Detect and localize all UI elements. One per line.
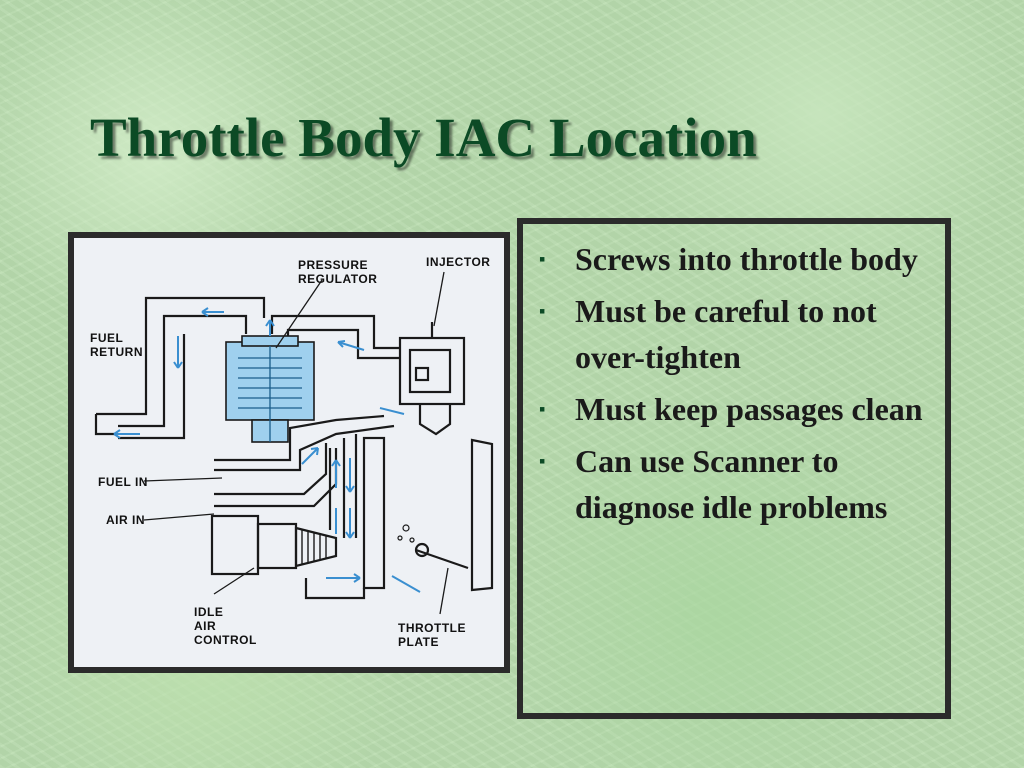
label-idle-air-control-3: CONTROL — [194, 633, 257, 647]
diagram-svg: PRESSURE REGULATOR INJECTOR FUEL RETURN … — [90, 255, 494, 649]
bullet-box: ▪ Screws into throttle body ▪ Must be care… — [517, 218, 951, 719]
label-pressure-regulator-2: REGULATOR — [298, 272, 377, 286]
label-injector: INJECTOR — [426, 255, 490, 269]
throttle-plate — [415, 548, 469, 570]
bullet-marker-icon: ▪ — [539, 249, 546, 269]
pressure-regulator — [225, 335, 315, 443]
label-fuel-in: FUEL IN — [98, 475, 148, 489]
label-idle-air-control-2: AIR — [194, 619, 216, 633]
bullet-item: ▪ Can use Scanner to diagnose idle proble… — [537, 438, 937, 530]
bullet-list: ▪ Screws into throttle body ▪ Must be care… — [523, 224, 945, 530]
fuel-return-passage — [96, 296, 266, 416]
label-fuel-return-2: RETURN — [90, 345, 143, 359]
label-throttle-plate-1: THROTTLE — [398, 621, 466, 635]
bullet-item: ▪ Must be careful to not over-tighten — [537, 288, 937, 380]
bullet-text: Must be careful to not over-tighten — [575, 293, 877, 375]
bullet-item: ▪ Screws into throttle body — [537, 236, 937, 282]
flow-arrow — [391, 575, 421, 593]
bullet-marker-icon: ▪ — [539, 451, 546, 471]
flow-arrow — [379, 407, 405, 415]
bullet-marker-icon: ▪ — [539, 301, 546, 321]
bullet-text: Screws into throttle body — [575, 241, 918, 277]
iac-body — [210, 514, 260, 576]
throttle-bore — [362, 436, 386, 590]
bullet-text: Must keep passages clean — [575, 391, 923, 427]
flow-arrow — [337, 341, 365, 351]
bullet-text: Can use Scanner to diagnose idle problem… — [575, 443, 888, 525]
label-throttle-plate-2: PLATE — [398, 635, 439, 649]
throttle-body-diagram: PRESSURE REGULATOR INJECTOR FUEL RETURN … — [68, 232, 510, 673]
slide-title: Throttle Body IAC Location — [90, 107, 757, 168]
label-fuel-return-1: FUEL — [90, 331, 123, 345]
bullet-marker-icon: ▪ — [539, 399, 546, 419]
throttle-plate-housing — [470, 438, 494, 592]
label-air-in: AIR IN — [106, 513, 145, 527]
bullet-item: ▪ Must keep passages clean — [537, 386, 937, 432]
label-idle-air-control-1: IDLE — [194, 605, 223, 619]
label-pressure-regulator-1: PRESSURE — [298, 258, 368, 272]
flow-arrow — [301, 447, 319, 465]
